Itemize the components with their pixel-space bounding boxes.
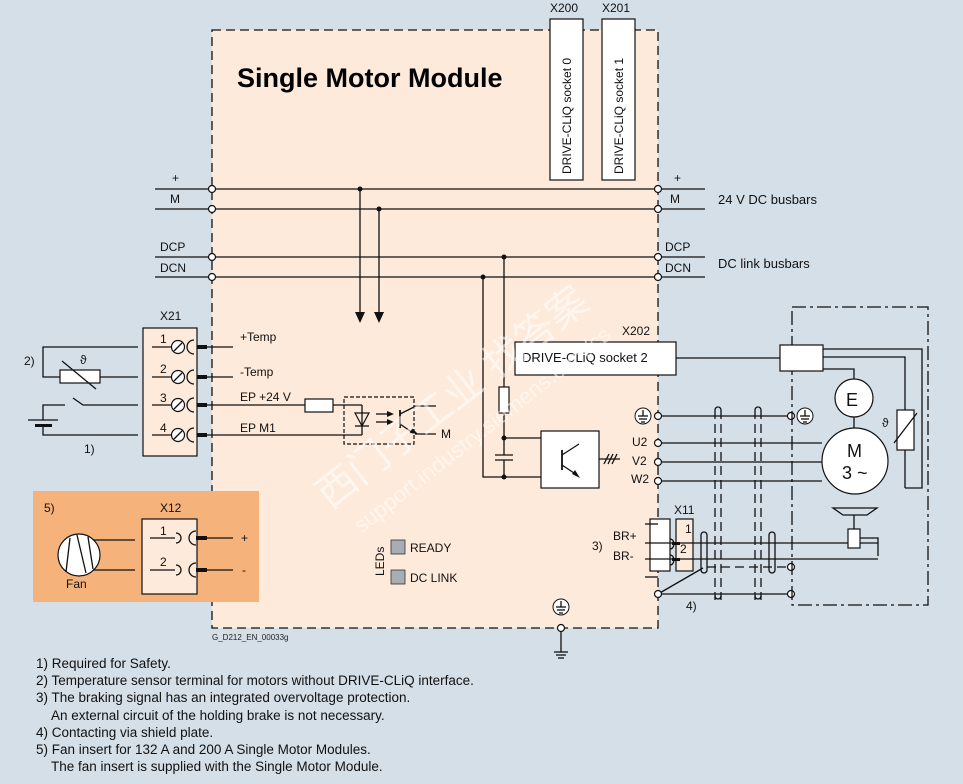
footnote-3: 3) The braking signal has an integrated … xyxy=(36,690,411,706)
x11-pins xyxy=(645,523,878,599)
temp-symbol: ϑ xyxy=(80,353,87,367)
fan-icon xyxy=(57,533,135,577)
x202-socket xyxy=(514,341,677,376)
ref-2: 2) xyxy=(24,354,35,368)
x21-pin-3: 3 xyxy=(160,391,167,405)
x21-signal-2: -Temp xyxy=(240,365,274,379)
x21-pin-2: 2 xyxy=(160,362,167,376)
ref-3: 3) xyxy=(592,539,603,553)
busbar-plus-right: + xyxy=(674,171,681,185)
motor-enclosure xyxy=(791,306,929,606)
busbar-plus-left: + xyxy=(172,171,179,185)
x12-pin-1: 1 xyxy=(160,524,167,538)
motor-encoder-connection xyxy=(676,344,923,489)
x21-pin-1: 1 xyxy=(160,332,167,346)
encoder-label: E xyxy=(846,390,858,410)
x202-socket-label: DRIVE-CLiQ socket 2 xyxy=(522,350,648,365)
output-u2: U2 xyxy=(632,435,648,449)
footnote-5-continued: The fan insert is supplied with the Sing… xyxy=(51,759,383,775)
footnote-1: 1) Required for Safety. xyxy=(36,656,171,671)
x11-label: X11 xyxy=(674,503,695,517)
x200-label: X200 xyxy=(550,1,578,15)
busbar-dcn-right: DCN xyxy=(665,261,691,275)
ref-4: 4) xyxy=(686,599,697,613)
output-v2: V2 xyxy=(632,454,647,468)
dc-link-circuit xyxy=(480,254,620,489)
x12-pin-2: 2 xyxy=(160,555,167,569)
safety-switch-circuit xyxy=(28,397,138,436)
module-title: Single Motor Module xyxy=(237,63,502,93)
drawing-id: G_D212_EN_00033g xyxy=(212,633,289,642)
x11-signal-brminus: BR- xyxy=(613,549,634,563)
busbar-terminals xyxy=(207,184,663,282)
led-ready-label: READY xyxy=(410,541,451,555)
led-dclink-label: DC LINK xyxy=(410,571,457,585)
x202-label: X202 xyxy=(622,324,650,338)
led-ready-indicator xyxy=(390,539,406,555)
x11-signal-brplus: BR+ xyxy=(613,529,637,543)
power-supply-taps xyxy=(355,186,384,323)
x21-signal-1: +Temp xyxy=(240,330,277,344)
x12-pins xyxy=(150,530,233,578)
busbar-m-left: M xyxy=(170,192,180,206)
motor-cable xyxy=(653,406,822,600)
pe-terminal-icon xyxy=(634,407,652,425)
x11-plug xyxy=(649,518,671,572)
ground-icon xyxy=(552,598,570,659)
footnote-3-continued: An external circuit of the holding brake… xyxy=(51,707,385,723)
motor-icon xyxy=(821,427,889,495)
footnote-4: 4) Contacting via shield plate. xyxy=(36,724,214,740)
x12-signal-minus: - xyxy=(242,563,246,577)
x12-block xyxy=(141,518,198,595)
module-body xyxy=(212,30,658,628)
x21-label: X21 xyxy=(160,309,182,323)
x21-signal-4: EP M1 xyxy=(240,421,276,435)
brake-icon xyxy=(830,507,880,556)
motor-label-m: M xyxy=(847,441,862,461)
footnotes: 1) Required for Safety. 2) Temperature s… xyxy=(36,655,474,775)
x21-signal-3: EP +24 V xyxy=(240,390,291,404)
fan-label: Fan xyxy=(66,577,87,591)
x200-socket xyxy=(549,18,584,181)
x12-signal-plus: + xyxy=(241,531,248,545)
x21-pin-4: 4 xyxy=(160,421,167,435)
optocoupler-output-m: M xyxy=(441,427,451,441)
inverter-block xyxy=(540,430,600,489)
x11-pin-2: 2 xyxy=(680,542,687,556)
module-border xyxy=(211,29,659,629)
busbar-24v xyxy=(155,188,705,210)
optocoupler xyxy=(304,396,436,445)
x200-socket-label: DRIVE-CLiQ socket 0 xyxy=(560,58,574,174)
busbar-dclink xyxy=(155,256,705,278)
motor-temp-symbol: ϑ xyxy=(882,416,889,430)
ref-1: 1) xyxy=(84,442,95,456)
x201-label: X201 xyxy=(602,1,630,15)
x11-pin-1: 1 xyxy=(685,522,692,536)
busbar-m-right: M xyxy=(670,192,680,206)
external-temp-sensor xyxy=(42,346,138,390)
dc24-busbars-label: 24 V DC busbars xyxy=(718,192,817,207)
busbar-dcp-left: DCP xyxy=(160,240,185,254)
x21-pins xyxy=(152,339,362,443)
motor-label-3ph: 3 ~ xyxy=(842,463,868,483)
footnote-2: 2) Temperature sensor terminal for motor… xyxy=(36,673,474,689)
footnote-5: 5) Fan insert for 132 A and 200 A Single… xyxy=(36,742,371,758)
x201-socket xyxy=(601,18,636,181)
output-w2: W2 xyxy=(631,472,649,486)
x12-label: X12 xyxy=(160,501,182,515)
x201-socket-label: DRIVE-CLiQ socket 1 xyxy=(612,58,626,174)
led-dclink-indicator xyxy=(390,569,406,585)
motor-pe-icon xyxy=(796,407,814,425)
dclink-busbars-label: DC link busbars xyxy=(718,256,810,271)
busbar-dcp-right: DCP xyxy=(665,240,690,254)
busbar-dcn-left: DCN xyxy=(160,261,186,275)
leds-group-label: LEDs xyxy=(373,547,387,576)
ref-5: 5) xyxy=(44,501,55,515)
